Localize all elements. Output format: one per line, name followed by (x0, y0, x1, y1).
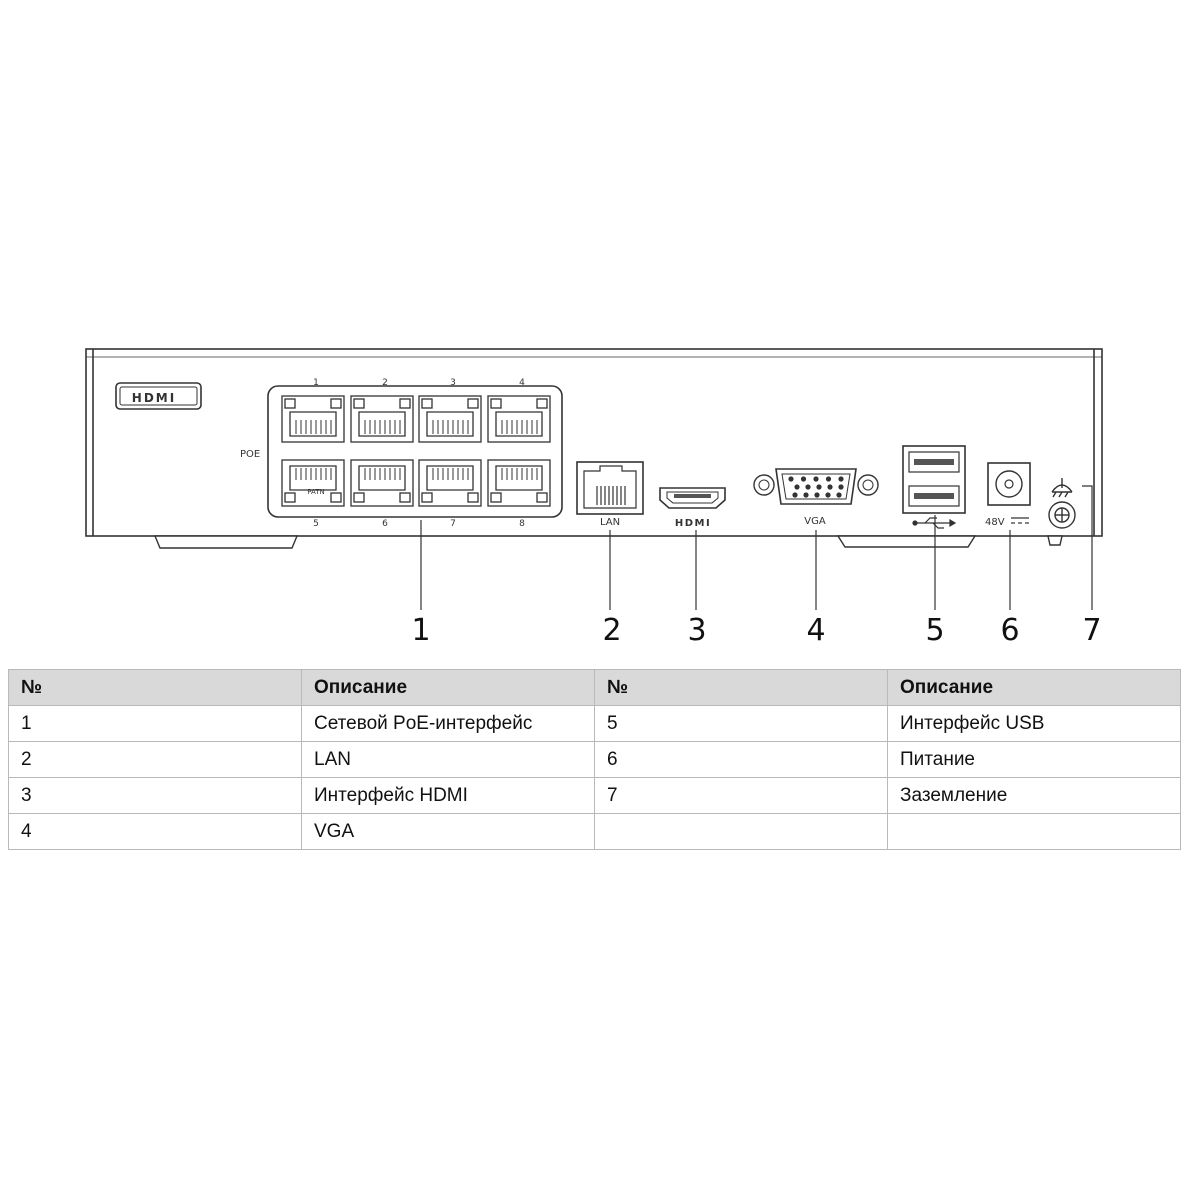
port-number: 7 (450, 519, 456, 529)
vga-pin (792, 492, 798, 498)
vga-pin (827, 484, 833, 490)
callout-2: 2 (602, 613, 621, 648)
header-number: № (8, 669, 302, 706)
vga-pin (814, 492, 820, 498)
vga-pin (836, 492, 842, 498)
ground-terminal (1048, 478, 1076, 529)
cell-number: 2 (8, 741, 302, 778)
table-header-row: № Описание № Описание (8, 669, 1181, 706)
callout-4: 4 (806, 613, 825, 648)
poe-ports (281, 395, 551, 507)
cell-number: 4 (8, 813, 302, 850)
callout-6: 6 (1000, 613, 1019, 648)
lan-contacts (596, 486, 626, 505)
rubber-feet (153, 535, 1063, 549)
rj45-port (487, 459, 551, 507)
callout-7: 7 (1082, 613, 1101, 648)
power-label: 48V (985, 517, 1005, 528)
vga-pin (825, 492, 831, 498)
cell-number (594, 813, 888, 850)
port-inner-label: PATN (307, 488, 325, 496)
header-description: Описание (887, 669, 1181, 706)
ground-icon (1051, 478, 1073, 498)
vga-pin (825, 476, 832, 482)
hdmi-port-label: HDMI (675, 518, 711, 529)
cell-description: Интерфейс USB (887, 705, 1181, 742)
cell-description: VGA (301, 813, 595, 850)
hdmi-logo-text: HDMI (132, 391, 176, 405)
hdmi-logo: HDMI (115, 382, 202, 410)
header-description: Описание (301, 669, 595, 706)
callout-1: 1 (411, 613, 430, 648)
vga-pin (816, 484, 822, 490)
rj45-port (350, 395, 414, 443)
rj45-port (281, 459, 345, 507)
port-number: 2 (382, 378, 388, 388)
port-numbers-bottom: 5 6 7 8 (313, 519, 525, 529)
vga-pin (838, 476, 844, 482)
lan-label: LAN (600, 517, 620, 528)
callout-5: 5 (925, 613, 944, 648)
cell-description: Питание (887, 741, 1181, 778)
vga-pin (788, 476, 794, 482)
callout-3: 3 (687, 613, 706, 648)
rj45-port (281, 395, 345, 443)
rear-panel-diagram: HDMI POE 1 2 3 4 5 6 7 8 PATN LAN (85, 348, 1103, 648)
cell-number: 6 (594, 741, 888, 778)
callout-numbers: 1 2 3 4 5 6 7 (411, 613, 1101, 648)
rj45-port (487, 395, 551, 443)
header-number: № (594, 669, 888, 706)
table-row: 3 Интерфейс HDMI 7 Заземление (8, 777, 1181, 814)
lan-port: LAN (576, 461, 644, 528)
poe-port-block: POE 1 2 3 4 5 6 7 8 PATN (240, 378, 563, 529)
table-row: 2 LAN 6 Питание (8, 741, 1181, 778)
vga-pin (838, 484, 844, 490)
vga-pin (803, 492, 809, 498)
cell-description: Сетевой PoE-интерфейс (301, 705, 595, 742)
vga-pin (813, 476, 819, 482)
cell-description: Интерфейс HDMI (301, 777, 595, 814)
vga-pins (788, 476, 844, 498)
power-port: 48V (985, 462, 1031, 528)
port-number: 5 (313, 519, 319, 529)
vga-label: VGA (804, 516, 826, 527)
description-table: № Описание № Описание 1 Сетевой PoE-инте… (8, 669, 1181, 850)
vga-pin (800, 476, 807, 482)
rj45-port (418, 459, 482, 507)
cell-description: Заземление (887, 777, 1181, 814)
hdmi-port: HDMI (659, 487, 726, 529)
leader-lines (420, 485, 1093, 610)
table-row: 4 VGA (8, 813, 1181, 850)
port-number: 8 (519, 519, 525, 529)
cell-number: 7 (594, 777, 888, 814)
cell-number: 1 (8, 705, 302, 742)
poe-label: POE (240, 449, 260, 460)
rj45-port (418, 395, 482, 443)
table-row: 1 Сетевой PoE-интерфейс 5 Интерфейс USB (8, 705, 1181, 742)
vga-pin (805, 484, 811, 490)
port-number: 3 (450, 378, 456, 388)
cell-description (887, 813, 1181, 850)
cell-number: 5 (594, 705, 888, 742)
cell-number: 3 (8, 777, 302, 814)
dc-symbol-icon (1011, 517, 1029, 524)
port-number: 1 (313, 378, 319, 388)
vga-port: VGA (753, 468, 879, 527)
port-number: 6 (382, 519, 388, 529)
cell-description: LAN (301, 741, 595, 778)
vga-pin (794, 484, 800, 490)
port-number: 4 (519, 378, 525, 388)
port-numbers-top: 1 2 3 4 (313, 378, 525, 388)
rj45-port (350, 459, 414, 507)
